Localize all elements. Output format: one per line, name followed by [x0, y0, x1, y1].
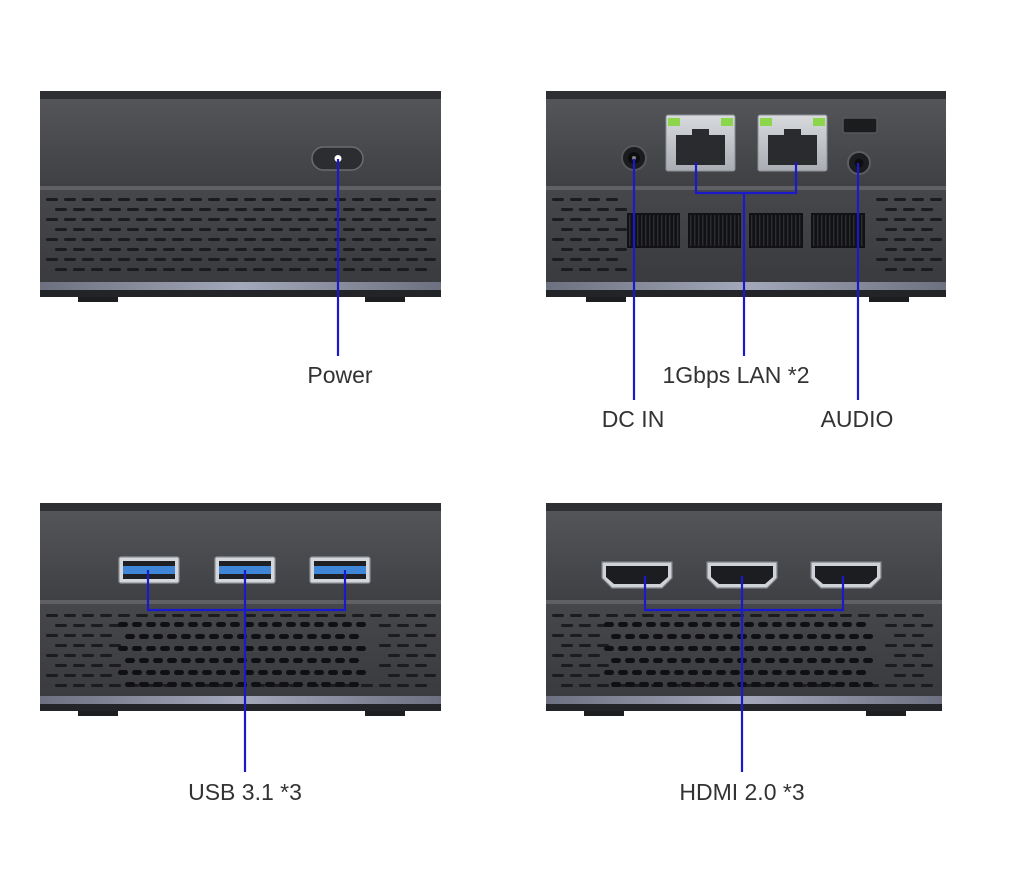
side-vent-grille	[552, 614, 933, 687]
rubber-foot	[584, 711, 624, 716]
label-power: Power	[307, 362, 373, 388]
device-front-view	[40, 91, 441, 302]
kensington-lock-slot	[842, 117, 878, 134]
dc-in-port[interactable]	[621, 145, 647, 171]
label-hdmi: HDMI 2.0 *3	[679, 779, 804, 805]
device-usb-side-view	[40, 503, 441, 716]
callout-usb-bracket	[146, 570, 347, 612]
usb-port-3[interactable]	[309, 556, 371, 584]
rubber-foot	[78, 711, 118, 716]
lan-led-icon	[813, 118, 825, 126]
rubber-foot	[869, 297, 909, 302]
exhaust-fin-block	[627, 213, 865, 248]
callout-hdmi-bracket	[643, 576, 845, 612]
lan-port-1[interactable]	[665, 114, 736, 172]
side-vent-grille	[552, 198, 942, 271]
callout-lines	[146, 159, 860, 772]
hdmi-port-2[interactable]	[706, 561, 778, 589]
device-rear-view	[546, 91, 946, 302]
rubber-foot	[586, 297, 626, 302]
accent-strip	[546, 696, 942, 704]
label-usb: USB 3.1 *3	[188, 779, 302, 805]
side-vent-grille	[46, 198, 436, 271]
lan-led-icon	[721, 118, 733, 126]
device-hdmi-side-view	[546, 503, 942, 716]
power-led-icon	[334, 155, 342, 162]
hdmi-port-1[interactable]	[601, 561, 673, 589]
accent-strip	[40, 282, 441, 290]
rubber-foot	[365, 711, 405, 716]
rubber-foot	[365, 297, 405, 302]
lan-port-2[interactable]	[757, 114, 828, 172]
lan-led-icon	[668, 118, 680, 126]
rubber-foot	[78, 297, 118, 302]
rubber-foot	[866, 711, 906, 716]
hdmi-port-3[interactable]	[810, 561, 882, 589]
accent-strip	[546, 282, 946, 290]
accent-strip	[40, 696, 441, 704]
callout-lan-bracket	[694, 162, 798, 195]
side-vent-grille	[46, 614, 436, 687]
lan-led-icon	[760, 118, 772, 126]
label-audio: AUDIO	[821, 406, 894, 432]
label-lan: 1Gbps LAN *2	[662, 362, 809, 388]
label-dc-in: DC IN	[602, 406, 665, 432]
